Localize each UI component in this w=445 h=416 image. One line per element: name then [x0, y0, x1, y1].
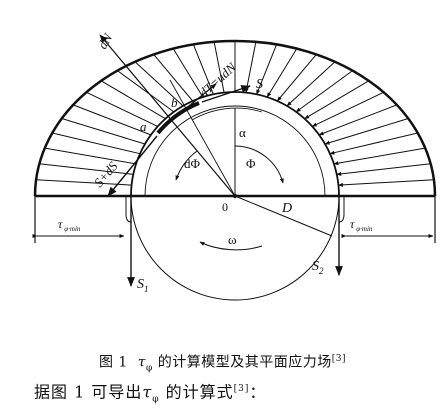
inner-arc [144, 105, 326, 197]
center-point [232, 193, 238, 199]
radial-stress-line [256, 44, 278, 95]
radial-stress-line [329, 132, 418, 155]
caption-fig-number: 图 1 [98, 354, 128, 371]
contact-segment-ab [156, 101, 200, 135]
radial-stress-line [295, 70, 353, 113]
label-a: a [140, 119, 147, 134]
radial-stress-line [73, 104, 152, 136]
radial-stress-line [61, 118, 146, 145]
caption-ref: [3] [331, 354, 347, 364]
radial-stress-line [153, 54, 194, 102]
radial-stress-line [44, 147, 137, 165]
label-dphi: dΦ [184, 156, 201, 171]
radial-stress-line [304, 80, 370, 120]
radial-stress-line [266, 48, 298, 98]
body-tau: τ [142, 382, 153, 402]
caption-tau: τ [137, 354, 146, 371]
label-b: b [171, 95, 178, 110]
alpha-angle-arc [191, 107, 263, 121]
radius-line-D [234, 195, 333, 237]
radial-stress-line [117, 70, 175, 113]
radial-stress-lines [36, 41, 434, 187]
body-middle: 的计算式 [159, 382, 234, 402]
body-tau-sub: φ [152, 394, 160, 405]
radial-stress-line [213, 41, 225, 93]
label-O: 0 [222, 200, 228, 214]
dphi-angle-arc [175, 150, 198, 181]
radial-stress-line [324, 118, 409, 145]
omega-rotation-arc [199, 241, 263, 251]
radial-stress-line [337, 179, 434, 187]
caption-tau-sub: φ [146, 363, 153, 374]
radial-stress-line [86, 91, 158, 127]
dN-force-line [99, 34, 236, 197]
radial-stress-line [100, 80, 166, 120]
tension-S-arrow [201, 85, 251, 103]
radial-stress-line [276, 54, 317, 102]
radial-stress-line [311, 91, 384, 127]
tension-SdS-arrow [107, 135, 158, 197]
phi-angle-arc [234, 145, 284, 184]
label-phi: Φ [246, 156, 256, 171]
radial-stress-line [134, 61, 184, 107]
radial-stress-line [286, 61, 336, 107]
strip-lip-right [338, 196, 345, 223]
radial-stress-line [36, 179, 132, 186]
radial-line-b [169, 79, 236, 197]
caption-text: 的计算模型及其平面应力场 [152, 354, 332, 371]
radial-stress-line [39, 163, 134, 175]
label-alpha: α [239, 125, 246, 140]
body-suffix: ： [249, 382, 267, 402]
roll-lower-semicircle [130, 195, 340, 301]
body-prefix: 据图 1 可导出 [34, 382, 143, 402]
label-S: S [256, 77, 263, 92]
roll-upper-semicircle [130, 91, 340, 197]
strip-lip-left [125, 196, 132, 223]
radial-stress-line [336, 163, 431, 176]
radial-stress-line [318, 104, 397, 136]
radial-stress-line [172, 48, 204, 98]
label-omega: ω [228, 232, 237, 247]
body-text-line: 据图 1 可导出τφ 的计算式[3]： [34, 380, 445, 409]
radial-stress-line [333, 147, 426, 166]
label-dN: dN [95, 30, 116, 52]
label-S1: S1 [137, 277, 149, 294]
friction-dT-arrow [183, 83, 217, 111]
body-ref: [3] [233, 384, 250, 394]
radial-stress-line [52, 132, 141, 155]
radial-stress-line [244, 41, 257, 94]
label-S2: S2 [312, 259, 324, 276]
radial-stress-line [192, 44, 214, 95]
figure-caption: 图 1 τφ 的计算模型及其平面应力场[3] [0, 350, 445, 377]
label-D: D [281, 201, 292, 216]
